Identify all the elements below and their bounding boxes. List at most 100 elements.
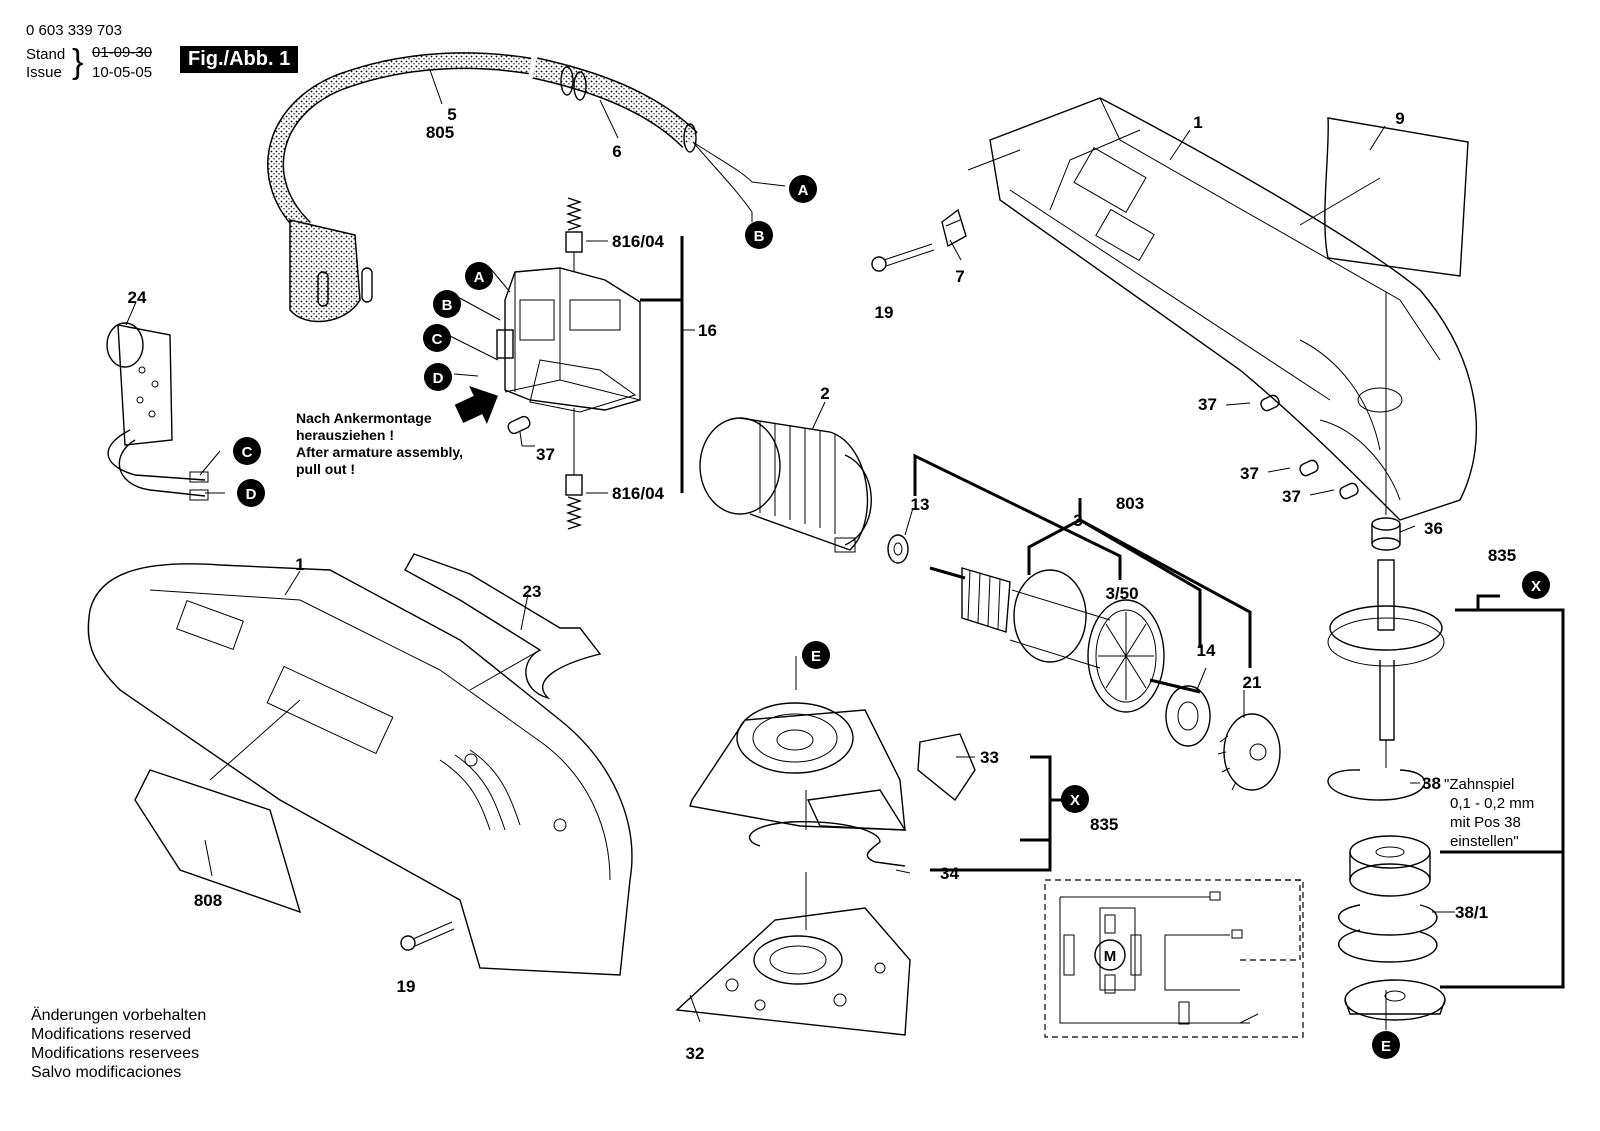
svg-text:X: X (1531, 578, 1541, 595)
callout-x-gear: X (1522, 571, 1550, 599)
bracket-lines (640, 236, 1565, 989)
spring-lower (565, 408, 583, 530)
part-labels: 5 805 6 1 9 7 19 24 816/04 816/04 16 37 … (128, 105, 1517, 1063)
pins-37-housing (1260, 394, 1359, 500)
part-label-37-b: 37 (1240, 464, 1259, 483)
spring-washer-38 (1327, 769, 1426, 801)
svg-text:X: X (1070, 792, 1080, 809)
part-label-805: 805 (426, 123, 454, 142)
callout-a-switch: A (465, 262, 493, 290)
part-label-32: 32 (686, 1044, 705, 1063)
svg-text:D: D (246, 486, 257, 503)
part-label-24: 24 (128, 288, 147, 307)
part-label-38-1: 38/1 (1455, 903, 1488, 922)
bracket-7 (941, 208, 967, 248)
new-date: 10-05-05 (92, 64, 153, 81)
part-label-803: 803 (1116, 494, 1144, 513)
armature (929, 566, 1201, 713)
svg-text:A: A (798, 182, 809, 199)
svg-text:D: D (433, 370, 444, 387)
footer-line3: Modifications reservees (31, 1045, 200, 1062)
base-plate-32 (675, 907, 911, 1036)
pinion-21 (1217, 713, 1281, 791)
tip-plate-33 (806, 733, 976, 831)
svg-text:A: A (474, 269, 485, 286)
part-label-1-lower: 1 (295, 555, 304, 574)
housing-shell-upper (989, 97, 1478, 521)
mains-plug (289, 219, 373, 323)
part-label-3: 3 (1073, 511, 1082, 530)
part-label-34: 34 (940, 864, 959, 883)
sleeve-36 (1371, 517, 1401, 551)
part-label-19-lower: 19 (397, 977, 416, 996)
footer-line4: Salvo modificaciones (31, 1064, 182, 1081)
spindle-gear (1327, 559, 1445, 768)
figure-label: Fig./Abb. 1 (180, 46, 299, 73)
washers-38-1 (1338, 904, 1438, 963)
note-de-line2: herausziehen ! (296, 427, 395, 443)
note-de-line1: Nach Ankermontage (296, 410, 432, 426)
part-label-816-04-upper: 816/04 (612, 232, 665, 251)
brace-glyph: } (72, 43, 84, 81)
spring-upper (565, 197, 583, 272)
part-label-21: 21 (1243, 673, 1262, 692)
part-label-1-upper: 1 (1193, 113, 1202, 132)
footer-line1: Änderungen vorbehalten (31, 1007, 207, 1024)
backlash-line4: einstellen" (1450, 833, 1519, 850)
pin-37-switch (507, 415, 531, 435)
callout-b-cord: B (745, 221, 773, 249)
sanding-plate-upper (689, 702, 906, 831)
part-label-37-c: 37 (1282, 487, 1301, 506)
bearing-spindle (1349, 835, 1431, 897)
callout-e-clamp: E (1372, 1031, 1400, 1059)
part-label-37-switch: 37 (536, 445, 555, 464)
motor-symbol-label: M (1104, 948, 1117, 965)
bearing-14 (1165, 685, 1211, 747)
part-number: 0 603 339 703 (26, 22, 122, 39)
svg-text:B: B (754, 228, 765, 245)
backlash-note: 38 "Zahnspiel 0,1 - 0,2 mm mit Pos 38 ei… (1422, 774, 1534, 850)
part-label-14: 14 (1197, 641, 1216, 660)
screw-19-lower (400, 921, 455, 951)
note-en-line1: After armature assembly, (296, 444, 464, 460)
part-label-9: 9 (1395, 109, 1404, 128)
electronic-module (106, 322, 209, 501)
part-label-808: 808 (194, 891, 222, 910)
name-plate-9 (1324, 117, 1469, 277)
clamp-e (1344, 979, 1446, 1021)
svg-text:E: E (1381, 1038, 1391, 1055)
leader-lines (125, 69, 1455, 1030)
cover-strip-23 (404, 553, 602, 700)
plate-808 (134, 769, 302, 914)
assembly-note: Nach Ankermontage herausziehen ! After a… (296, 410, 463, 478)
housing-shell-lower (87, 563, 633, 976)
part-label-16: 16 (698, 321, 717, 340)
callout-d-switch: D (424, 363, 452, 391)
callout-d-module: D (237, 479, 265, 507)
screw-19-upper (871, 243, 935, 272)
callout-x-plate: X (1061, 785, 1089, 813)
issue-label: Issue (26, 64, 62, 81)
callout-b-switch: B (433, 290, 461, 318)
part-label-5: 5 (447, 105, 456, 124)
backlash-line2: 0,1 - 0,2 mm (1450, 795, 1534, 812)
part-label-835-plate: 835 (1090, 815, 1118, 834)
power-cord (267, 52, 753, 235)
backlash-line1: "Zahnspiel (1444, 776, 1514, 793)
svg-text:E: E (811, 648, 821, 665)
part-label-37-a: 37 (1198, 395, 1217, 414)
part-label-36: 36 (1424, 519, 1443, 538)
circuit-schematic (1044, 879, 1304, 1038)
spring-clip-34 (748, 821, 906, 867)
svg-text:C: C (432, 331, 443, 348)
old-date: 01-09-30 (92, 44, 153, 61)
part-label-835-gear: 835 (1488, 546, 1516, 565)
svg-text:B: B (442, 297, 453, 314)
callout-a-cord: A (789, 175, 817, 203)
bearing-13 (887, 534, 909, 564)
note-en-line2: pull out ! (296, 461, 356, 477)
part-label-23: 23 (523, 582, 542, 601)
part-label-6: 6 (612, 142, 621, 161)
part-label-13: 13 (911, 495, 930, 514)
